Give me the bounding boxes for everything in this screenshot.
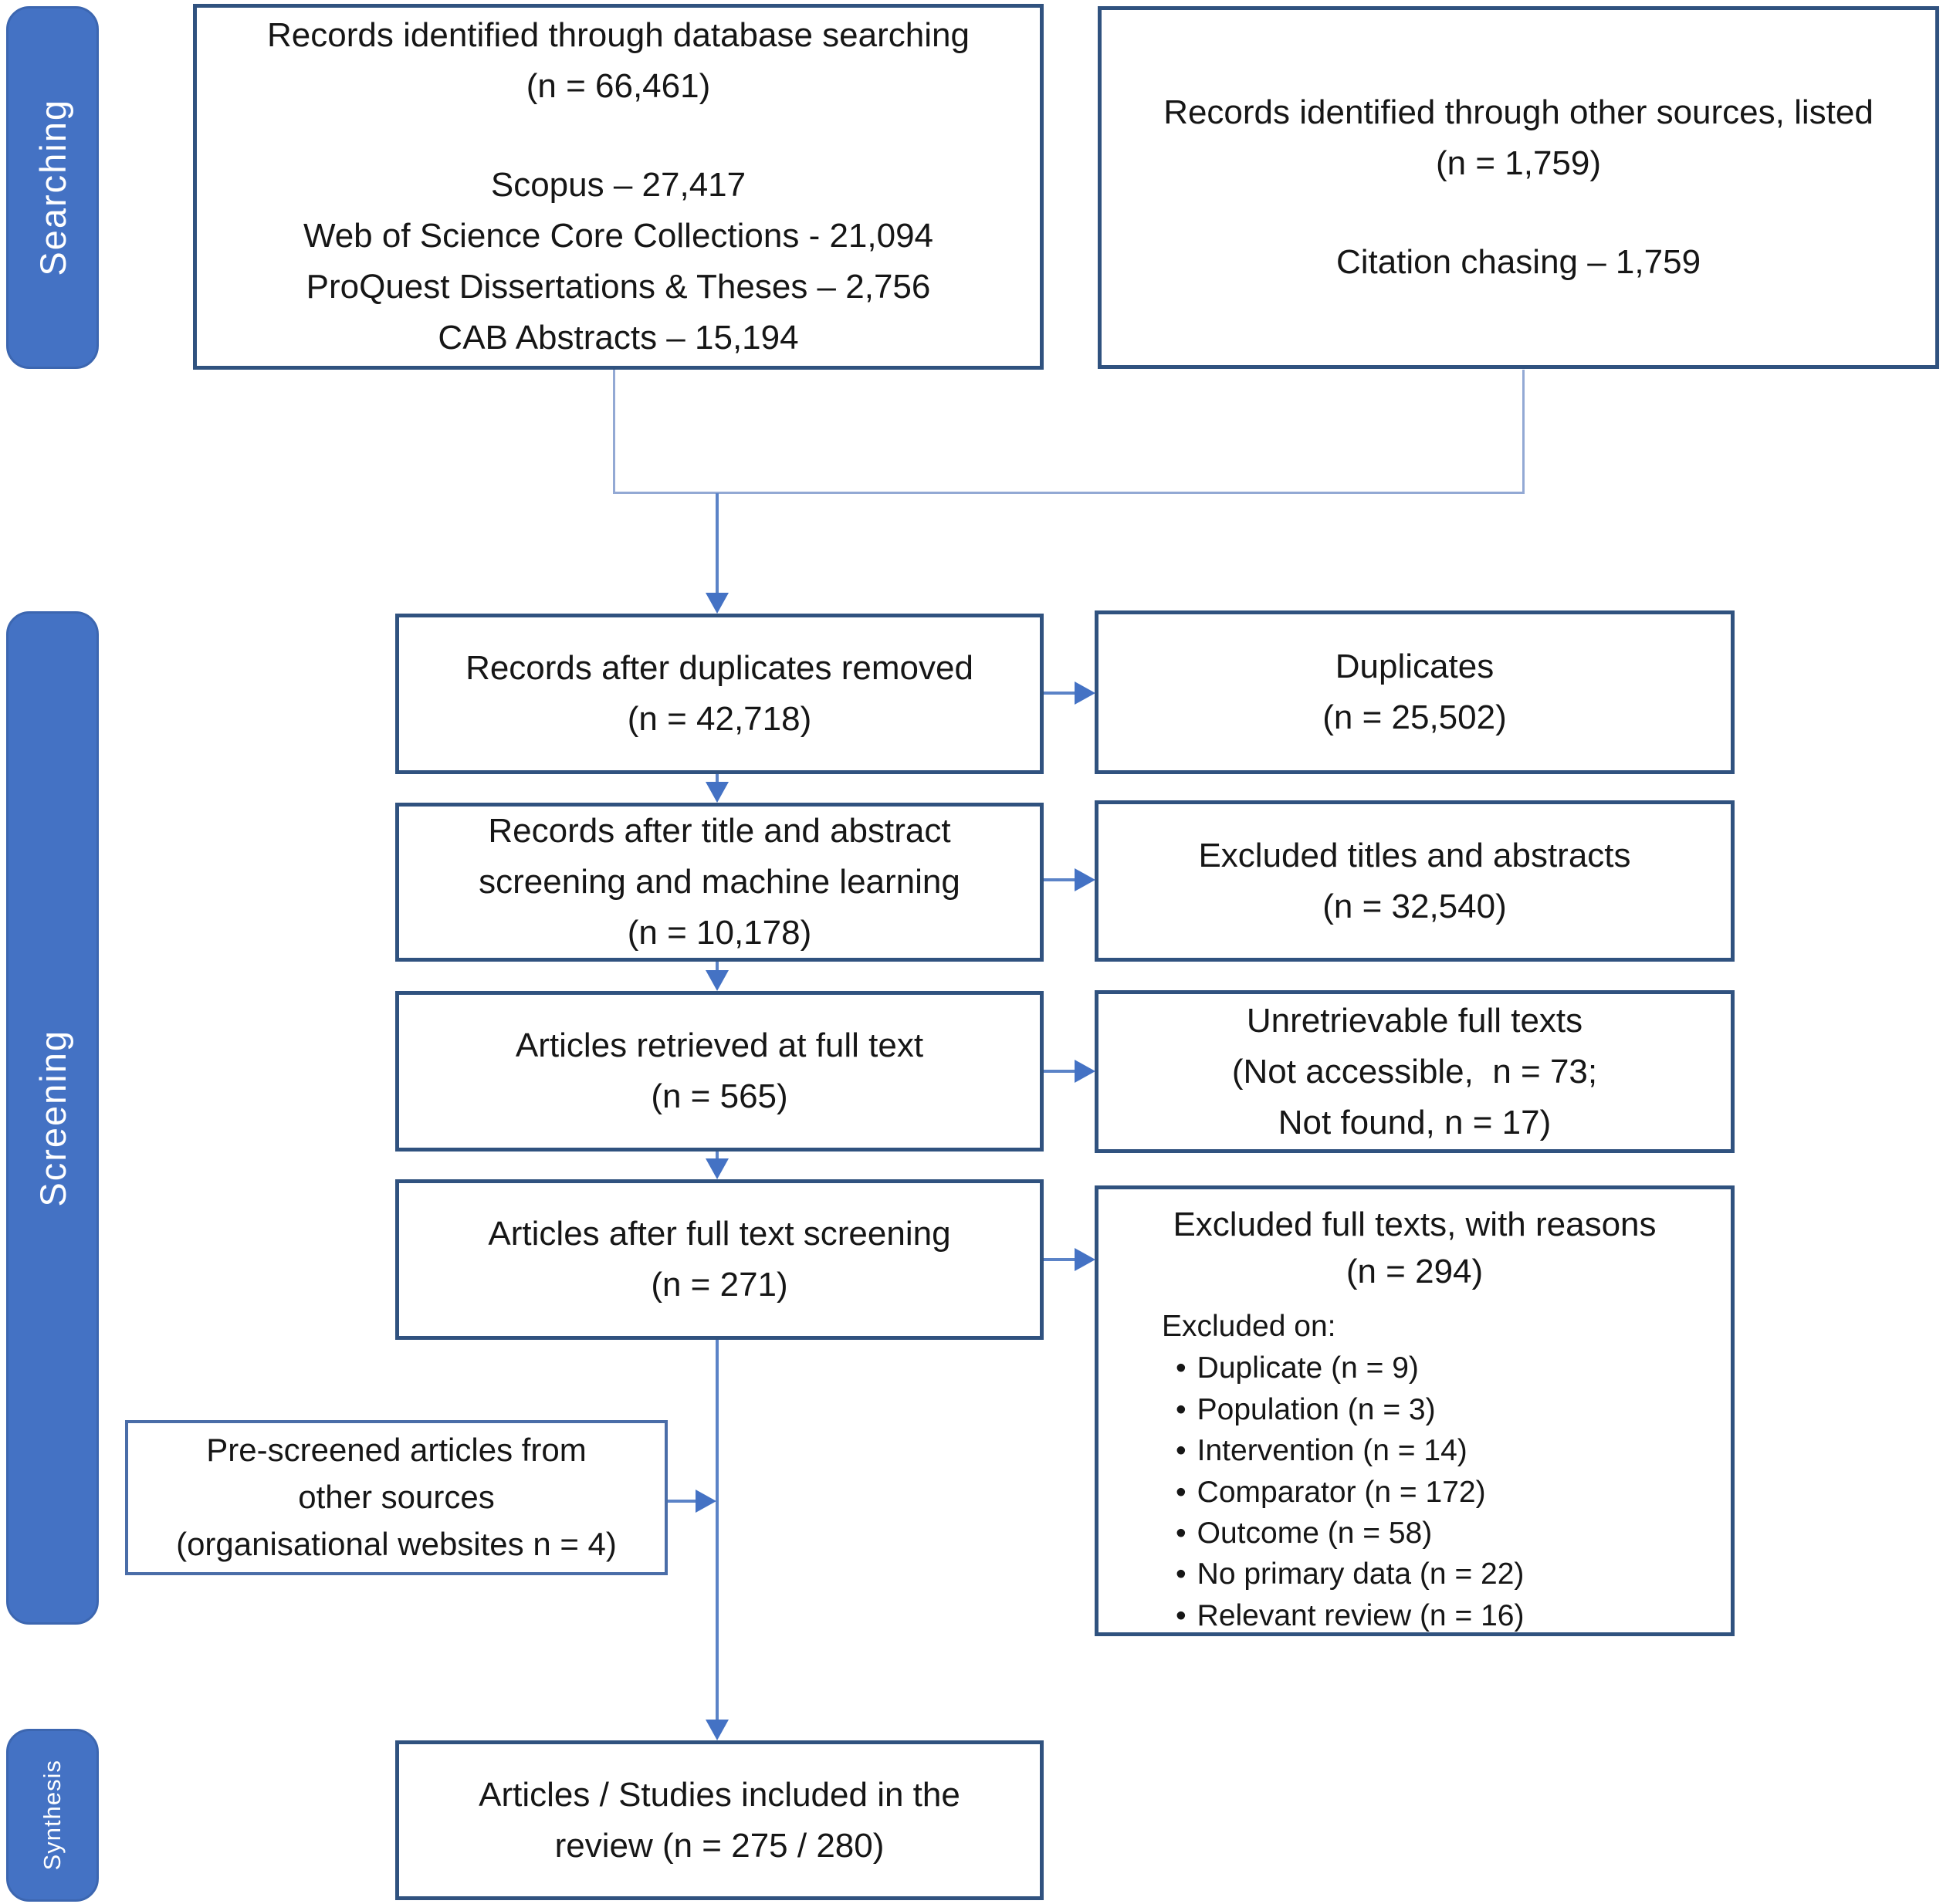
arrow-right-icon (1075, 868, 1095, 891)
stage-label-synthesis: Synthesis (6, 1729, 99, 1902)
arrow-to-excluded-ft-shaft (1044, 1258, 1076, 1261)
arrow-to-unretrievable-shaft (1044, 1070, 1076, 1073)
list-item-text: Relevant review (n = 16) (1197, 1598, 1525, 1632)
stage-label-screening: Screening (6, 611, 99, 1625)
box-count: (n = 10,178) (627, 914, 812, 952)
arrow-down-icon (706, 1720, 729, 1740)
excluded-on-label: Excluded on: (1162, 1310, 1336, 1344)
arrow-right-icon (1075, 1248, 1095, 1271)
exclusion-reason-list: • Duplicate (n = 9) • Population (n = 3) •… (1117, 1348, 1712, 1636)
box-unretrievable-full-texts: Unretrievable full texts (Not accessible… (1095, 990, 1735, 1153)
box-line: other sources (298, 1479, 495, 1516)
box-line: Records after duplicates removed (465, 649, 973, 687)
box-line: Pre-screened articles from (206, 1432, 587, 1469)
list-item: • Duplicate (n = 9) (1176, 1348, 1712, 1388)
box-count: (n = 1,759) (1435, 144, 1602, 182)
box-line: Records after title and abstract (488, 812, 951, 850)
box-title-abstract-screening: Records after title and abstract screeni… (395, 803, 1044, 962)
arrow-dedup-to-tiab-shaft (716, 774, 719, 783)
box-duplicates: Duplicates (n = 25,502) (1095, 610, 1735, 774)
arrow-down-icon (706, 593, 729, 614)
arrow-to-included-shaft (716, 1340, 719, 1720)
arrow-to-excluded-tiab-shaft (1044, 878, 1076, 881)
box-excluded-titles-abstracts: Excluded titles and abstracts (n = 32,54… (1095, 800, 1735, 962)
arrow-right-icon (696, 1490, 716, 1513)
box-pre-screened: Pre-screened articles from other sources… (125, 1420, 668, 1575)
box-title: Records identified through database sear… (267, 16, 970, 54)
box-line: review (n = 275 / 280) (554, 1826, 885, 1865)
bullet-icon: • (1176, 1516, 1186, 1550)
arrow-fulltext-to-ftscreen-shaft (716, 1152, 719, 1160)
box-count: (n = 294) (1346, 1252, 1484, 1290)
arrow-to-dedup-shaft (716, 493, 719, 594)
arrow-prescreened-shaft (668, 1500, 697, 1503)
box-after-duplicates: Records after duplicates removed (n = 42… (395, 614, 1044, 774)
list-item: • Comparator (n = 172) (1176, 1472, 1712, 1513)
list-item-text: Population (n = 3) (1197, 1392, 1436, 1426)
source-line: Web of Science Core Collections - 21,094 (303, 217, 934, 255)
source-line: Citation chasing – 1,759 (1335, 243, 1701, 281)
box-count: (n = 271) (651, 1266, 788, 1304)
box-full-text-retrieved: Articles retrieved at full text (n = 565… (395, 991, 1044, 1152)
bullet-icon: • (1176, 1434, 1186, 1468)
box-count: (n = 565) (651, 1077, 788, 1115)
box-line: Unretrievable full texts (1246, 1001, 1583, 1040)
arrow-down-icon (706, 970, 729, 991)
box-line: (organisational websites n = 4) (176, 1525, 617, 1562)
bullet-icon: • (1176, 1351, 1186, 1385)
box-line: Not found, n = 17) (1278, 1103, 1552, 1141)
arrow-tiab-to-fulltext-shaft (716, 962, 719, 972)
box-line: Articles after full text screening (488, 1215, 951, 1253)
bullet-icon: • (1176, 1475, 1186, 1509)
bullet-icon: • (1176, 1557, 1186, 1591)
box-line: Excluded titles and abstracts (1198, 836, 1631, 874)
box-line: screening and machine learning (479, 863, 960, 901)
list-item-text: Duplicate (n = 9) (1197, 1351, 1419, 1385)
box-count: (n = 32,540) (1322, 887, 1507, 925)
connector-left-drop (613, 370, 615, 493)
arrow-to-duplicates-shaft (1044, 692, 1076, 695)
connector-merge-horizontal (613, 492, 1525, 494)
box-count: (n = 66,461) (526, 67, 711, 105)
list-item: • No primary data (n = 22) (1176, 1554, 1712, 1595)
source-line: CAB Abstracts – 15,194 (438, 319, 799, 357)
list-item-text: Intervention (n = 14) (1197, 1434, 1467, 1468)
bullet-icon: • (1176, 1598, 1186, 1632)
box-included: Articles / Studies included in the revie… (395, 1740, 1044, 1900)
list-item-text: Comparator (n = 172) (1197, 1475, 1486, 1509)
stage-label-text: Synthesis (39, 1760, 66, 1871)
arrow-right-icon (1075, 1060, 1095, 1083)
arrow-down-icon (706, 782, 729, 803)
list-item: • Relevant review (n = 16) (1176, 1595, 1712, 1636)
box-count: (n = 25,502) (1322, 698, 1507, 736)
box-line: Articles / Studies included in the (479, 1775, 960, 1814)
stage-label-text: Screening (32, 1029, 73, 1207)
box-title: Records identified through other sources… (1163, 93, 1874, 131)
connector-right-drop (1522, 370, 1525, 493)
list-item: • Population (n = 3) (1176, 1389, 1712, 1430)
arrow-right-icon (1075, 681, 1095, 705)
list-item: • Outcome (n = 58) (1176, 1513, 1712, 1554)
arrow-down-icon (706, 1158, 729, 1179)
list-item: • Intervention (n = 14) (1176, 1430, 1712, 1471)
box-excluded-full-texts: Excluded full texts, with reasons (n = 2… (1095, 1185, 1735, 1636)
source-line: ProQuest Dissertations & Theses – 2,756 (306, 268, 931, 306)
stage-label-text: Searching (32, 99, 73, 276)
source-line: Scopus – 27,417 (490, 166, 746, 204)
box-title: Excluded full texts, with reasons (1173, 1206, 1657, 1243)
box-line: Duplicates (1335, 648, 1494, 685)
box-after-full-text-screening: Articles after full text screening (n = … (395, 1179, 1044, 1340)
list-item-text: No primary data (n = 22) (1197, 1557, 1525, 1591)
stage-label-searching: Searching (6, 6, 99, 369)
box-count: (n = 42,718) (627, 700, 812, 738)
box-other-sources: Records identified through other sources… (1098, 6, 1939, 369)
list-item-text: Outcome (n = 58) (1197, 1516, 1433, 1550)
box-line: Articles retrieved at full text (515, 1026, 924, 1064)
box-line: (Not accessible, n = 73; (1231, 1052, 1598, 1091)
box-database-search: Records identified through database sear… (193, 4, 1044, 370)
bullet-icon: • (1176, 1392, 1186, 1426)
